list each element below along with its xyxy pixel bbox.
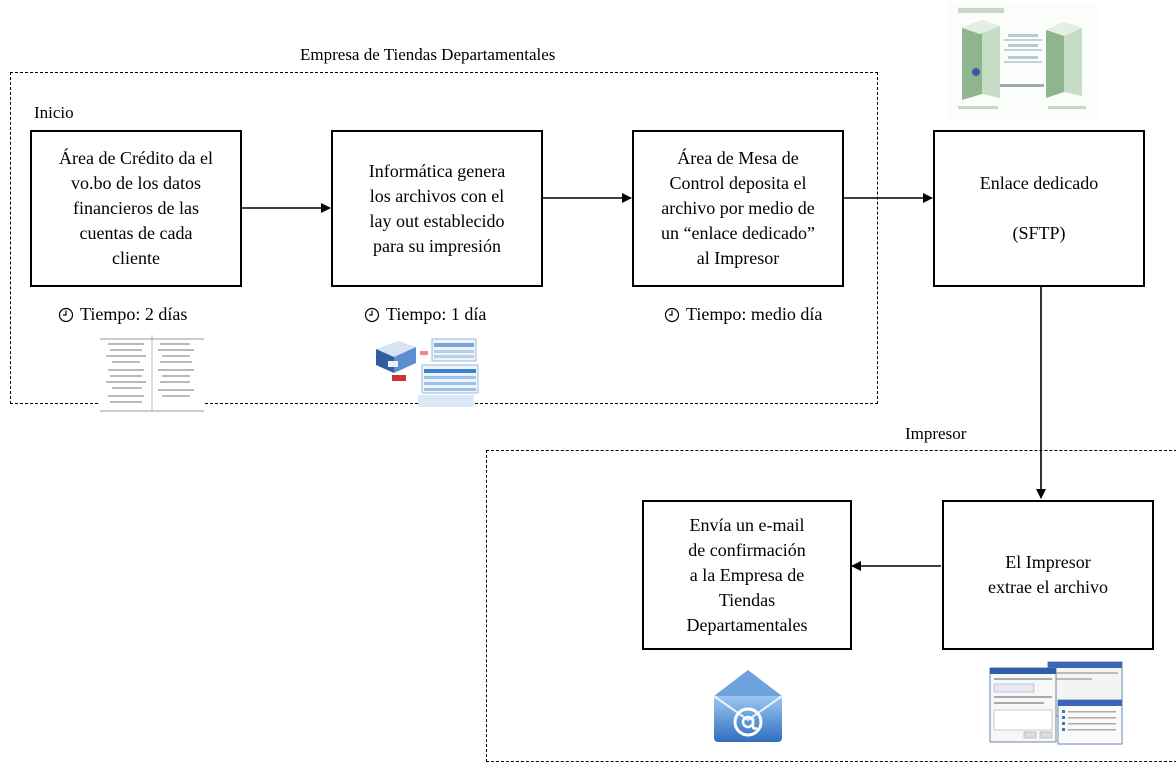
step-credito: Área de Crédito da el vo.bo de los datos… [30,130,242,287]
time-mesa-control-text: Tiempo: medio día [686,304,823,324]
time-credito-text: Tiempo: 2 días [80,304,188,324]
step-impresor-extrae-text: El Impresor extrae el archivo [988,552,1108,597]
step-mesa-control-text: Área de Mesa de Control deposita el arch… [661,148,815,268]
group-impresor-label: Impresor [905,424,967,443]
email-envelope-icon [713,670,783,742]
step-informatica-text: Informática genera los archivos con el l… [368,160,506,256]
document-table-thumbnail [100,333,204,413]
time-credito: Tiempo: 2 días [58,304,187,325]
step-impresor-extrae: El Impresor extrae el archivo [942,500,1154,650]
step-enlace-text: Enlace dedicado (SFTP) [979,173,1099,243]
clock-icon [364,307,380,322]
step-email-confirmacion: Envía un e-mail de confirmación a la Emp… [642,500,852,650]
step-informatica: Informática genera los archivos con el l… [331,130,543,287]
step-credito-text: Área de Crédito da el vo.bo de los datos… [59,148,213,268]
time-mesa-control: Tiempo: medio día [664,304,822,325]
clock-icon [664,307,680,322]
time-informatica-text: Tiempo: 1 día [386,304,487,324]
printer-files-illustration [376,338,479,407]
group-empresa-label: Empresa de Tiendas Departamentales [300,45,556,64]
step-mesa-control: Área de Mesa de Control deposita el arch… [632,130,844,287]
clock-icon [58,307,74,322]
start-label: Inicio [34,103,74,122]
step-enlace-dedicado: Enlace dedicado (SFTP) [933,130,1145,287]
step-email-text: Envía un e-mail de confirmación a la Emp… [686,514,808,635]
sftp-servers-illustration [948,2,1098,120]
flow-arrows [242,193,1046,571]
time-informatica: Tiempo: 1 día [364,304,486,325]
application-windows-thumbnail [989,661,1123,745]
